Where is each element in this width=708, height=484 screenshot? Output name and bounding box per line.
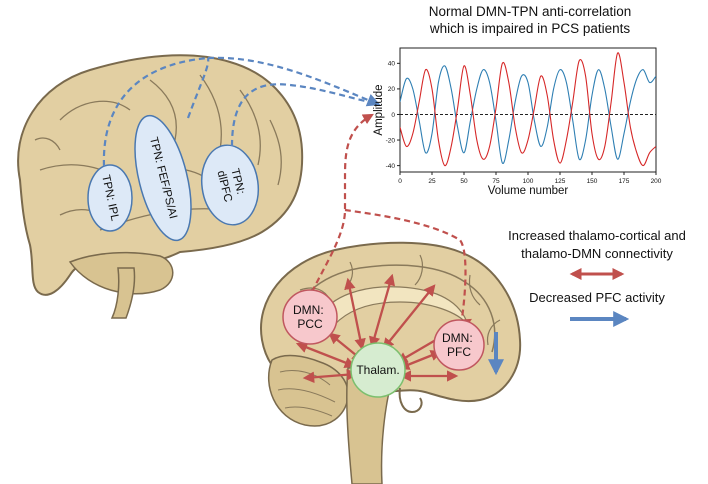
chart-y-tick-label: 40: [388, 61, 396, 68]
chart-y-tick-label: 0: [391, 112, 395, 119]
arrow-thalamus-up1: [344, 277, 366, 351]
chart-x-tick-label: 25: [428, 178, 436, 185]
dmn-pfc-connector: [344, 208, 467, 319]
tpn-to-chart-connectors: [102, 56, 381, 167]
chart-x-tick-label: 75: [492, 178, 500, 185]
dmn-pfc-label-line2: PFC: [447, 345, 471, 359]
chart-y-tick-label: 20: [388, 86, 396, 93]
dmn-pfc-label-line1: DMN:: [442, 331, 473, 345]
dmn-to-chart-connectors: [311, 113, 467, 319]
chart-x-tick-label: 100: [523, 178, 534, 185]
legend-connectivity-line2: thalamo-DMN connectivity: [521, 246, 673, 261]
arrow-thalamus-lowleft: [302, 368, 359, 384]
chart-x-tick-label: 125: [555, 178, 566, 185]
thalamus-label: Thalam.: [356, 363, 399, 377]
chart-x-tick-label: 150: [587, 178, 598, 185]
panel-title-line2: which is impaired in PCS patients: [429, 21, 631, 36]
thalamus-node: Thalam.: [350, 342, 406, 398]
dmn-pcc-label-line2: PCC: [297, 317, 323, 331]
tpn-ipl-region: TPN: IPL: [87, 164, 133, 232]
chart-series-line-1: [400, 52, 656, 167]
panel-title: Normal DMN-TPN anti-correlation which is…: [429, 4, 632, 36]
panel-title-line1: Normal DMN-TPN anti-correlation: [429, 4, 632, 19]
anticorrelation-chart: 0 25 50 75 100 125 150 175 200 -40 -20 0 20 40 Volume…: [373, 47, 662, 197]
chart-series-group: [400, 52, 656, 167]
tpn-fef-connector: [186, 57, 210, 119]
dmn-pfc-label: DMN: PFC: [442, 331, 476, 359]
dmn-pcc-node: DMN: PCC: [282, 289, 338, 345]
tpn-dlpfc-region: TPN: dlPFC: [200, 144, 260, 226]
lateral-brain-stem: [110, 267, 136, 319]
chart-x-tick-label: 0: [398, 178, 402, 185]
chart-y-tick-label: -40: [386, 163, 396, 170]
dmn-pcc-label-line1: DMN:: [293, 303, 324, 317]
chart-y-tick-label: -20: [386, 137, 396, 144]
chart-x-tick-label: 50: [460, 178, 468, 185]
tpn-ipl-connector: [102, 56, 209, 167]
arrow-thalamus-up3: [382, 284, 436, 350]
chart-x-tick-label: 175: [619, 178, 630, 185]
tpn-dlpfc-connector: [230, 83, 379, 147]
chart-y-axis-label: Amplitude: [373, 84, 385, 135]
chart-series-line-0: [400, 65, 656, 164]
chart-ticks: 0 25 50 75 100 125 150 175 200 -40 -20 0 20 40: [386, 61, 662, 185]
legend-pfc-label: Decreased PFC activity: [529, 290, 665, 305]
legend-connectivity-line1: Increased thalamo-cortical and: [508, 228, 686, 243]
tpn-common-connector: [207, 56, 381, 107]
chart-x-tick-label: 200: [651, 178, 662, 185]
dmn-pfc-node: DMN: PFC: [433, 319, 485, 371]
tpn-fef-region: TPN: FEF/PS/AI: [134, 114, 192, 242]
arrow-thalamus-left: [295, 342, 357, 368]
legend: Increased thalamo-cortical and thalamo-D…: [508, 228, 686, 327]
chart-plot-area: [399, 47, 657, 173]
chart-x-axis-label: Volume number: [488, 185, 569, 197]
pituitary: [398, 387, 423, 414]
dmn-pcc-label: DMN: PCC: [293, 303, 327, 331]
